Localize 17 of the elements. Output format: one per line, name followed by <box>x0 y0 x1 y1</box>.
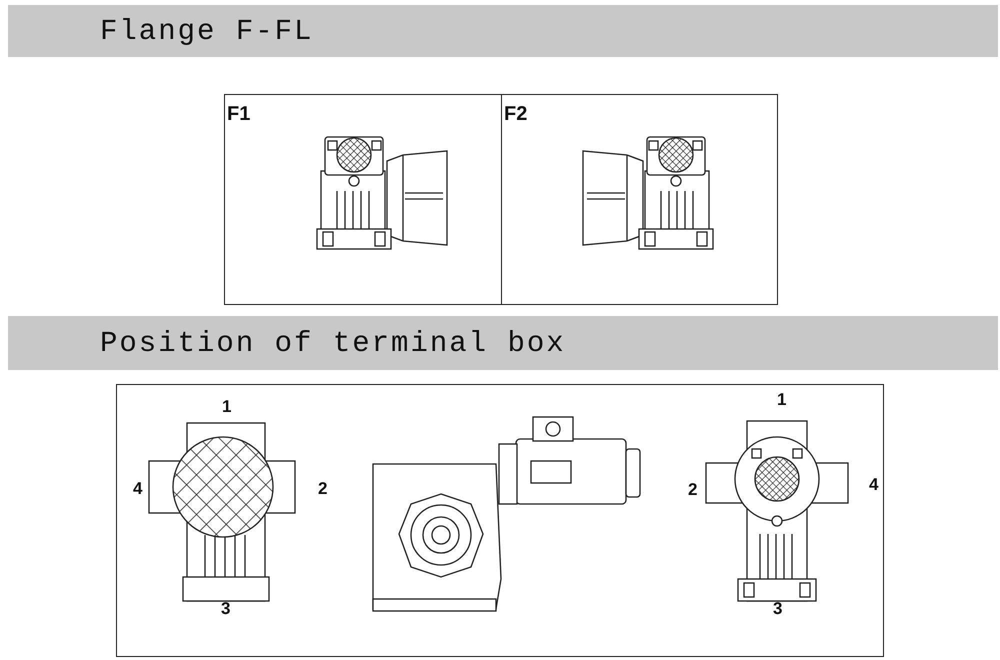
drawing-panel <box>116 384 884 657</box>
section-header-band <box>8 5 998 57</box>
section-title: Position of terminal box <box>100 326 566 360</box>
position-number: 2 <box>318 479 328 499</box>
position-number: 3 <box>221 599 230 619</box>
view-label: F1 <box>227 103 250 126</box>
section-title: Flange F-FL <box>100 14 314 48</box>
position-number: 1 <box>222 397 232 417</box>
position-number: 4 <box>869 475 878 495</box>
position-number: 4 <box>133 479 142 499</box>
position-number: 1 <box>777 390 786 410</box>
position-number: 2 <box>688 480 698 500</box>
position-number: 3 <box>773 599 782 619</box>
drawing-panel <box>224 94 502 305</box>
section-header-band <box>8 316 998 370</box>
view-label: F2 <box>504 103 528 126</box>
drawing-panel <box>501 94 778 305</box>
